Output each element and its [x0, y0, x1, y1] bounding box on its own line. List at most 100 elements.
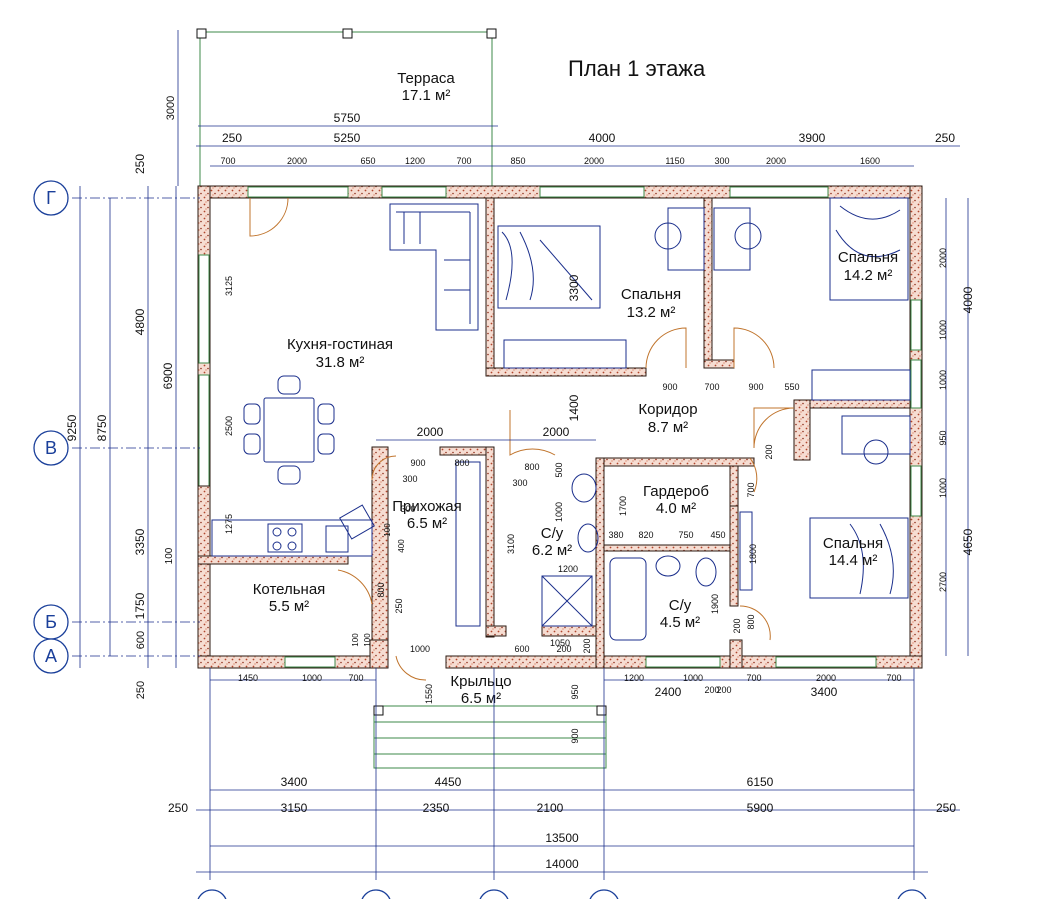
wardrobe-d-label-8: 1900: [710, 594, 720, 614]
bottom-right-label-3: 200: [704, 685, 719, 695]
hall-detail-label-0: 900: [410, 458, 425, 468]
bedroom2-name: Спальня: [838, 249, 898, 266]
bottom-left-label-1: 1000: [302, 673, 322, 683]
room-labels: Терраса 17.1 м² Кухня-гостиная 31.8 м² С…: [253, 70, 898, 707]
hall-area: 6.5 м²: [407, 515, 447, 532]
furniture: [211, 197, 911, 641]
left-inner-label-0: 250: [133, 154, 147, 174]
bath1-d-label-3: 1000: [554, 502, 564, 522]
wardrobe-d-label-5: 750: [678, 530, 693, 540]
bath2-name: С/у: [669, 597, 692, 614]
top-detail-label-1: 2000: [287, 156, 307, 166]
dim-kitchen-window-2: 2500: [224, 416, 234, 436]
svg-text:А: А: [45, 646, 57, 666]
axis-bubble-v: В: [33, 430, 69, 466]
porch: [373, 705, 607, 769]
plan-title: План 1 этажа: [568, 56, 706, 81]
bedroom2-area: 14.2 м²: [844, 267, 893, 284]
corridor-h-label-0: 900: [662, 382, 677, 392]
bedroom3-area: 14.4 м²: [829, 552, 878, 569]
hall-name: Прихожая: [392, 498, 462, 515]
axis-bubble-3: [479, 889, 509, 899]
bottom-right-label-2: 2400: [655, 685, 682, 699]
dim-corridor-v: 1400: [567, 394, 581, 421]
corridor-h-label-1: 700: [704, 382, 719, 392]
bottom-row1-label-1: 4450: [435, 775, 462, 789]
bottom-row2-label-1: 3150: [281, 801, 308, 815]
interior-walls: [197, 197, 911, 669]
hall-detail-label-3: 300: [400, 504, 415, 514]
bath1-d-label-2: 300: [512, 478, 527, 488]
top-detail-label-9: 2000: [766, 156, 786, 166]
bath1-name: С/у: [541, 525, 564, 542]
doors: [249, 197, 795, 681]
top-detail-label-3: 1200: [405, 156, 425, 166]
grid-axes: Г В Б А: [33, 180, 927, 899]
bottom-right-label-7: 3400: [811, 685, 838, 699]
bottom-row1-label-2: 6150: [747, 775, 774, 789]
left-outer-label-1: 8750: [95, 414, 109, 441]
bottom-row2-label-0: 250: [168, 801, 188, 815]
wardrobe-d-label-0: 1700: [618, 496, 628, 516]
kitchen-area: 31.8 м²: [316, 354, 365, 371]
bottom-row2-label-2: 2350: [423, 801, 450, 815]
dim-bedroom1: 3300: [567, 274, 581, 301]
hall-detail-label-8: 100: [351, 633, 360, 647]
bath1-area: 6.2 м²: [532, 542, 572, 559]
bedroom1-area: 13.2 м²: [627, 304, 676, 321]
hall-detail-label-9: 100: [363, 633, 372, 647]
wardrobe-name: Гардероб: [643, 483, 709, 500]
top-overall-label-0: 250: [222, 131, 242, 145]
porch-name: Крыльцо: [450, 673, 511, 690]
porch-area: 6.5 м²: [461, 690, 501, 707]
bath1-d-label-5: 1200: [558, 564, 578, 574]
axis-bubble-2: [361, 889, 391, 899]
left-mid-label-1: 3350: [133, 528, 147, 555]
bath1-d-label-4: 3100: [506, 534, 516, 554]
top-detail-label-7: 1150: [665, 156, 684, 166]
boiler-area: 5.5 м²: [269, 598, 309, 615]
corridor-area: 8.7 м²: [648, 419, 688, 436]
left-mid-label-0: 4800: [133, 308, 147, 335]
top-overall-label-4: 250: [935, 131, 955, 145]
top-detail-label-2: 650: [360, 156, 375, 166]
svg-text:Г: Г: [46, 188, 56, 208]
bottom-right-label-1: 1000: [683, 673, 703, 683]
porch-d-label-3: 1050: [550, 638, 570, 648]
hall-detail-label-6: 800: [376, 582, 386, 597]
hall-detail-label-7: 250: [394, 598, 404, 613]
svg-text:В: В: [45, 438, 57, 458]
bottom-right-label-4: 700: [746, 673, 761, 683]
dim-kitchen-window-3: 1275: [224, 514, 234, 534]
hall-detail-label-10: 1000: [410, 644, 430, 654]
corridor-name: Коридор: [638, 401, 697, 418]
axis-bubble-a: А: [33, 638, 69, 674]
dim-hall-2: 2000: [543, 425, 570, 439]
top-detail-label-4: 700: [456, 156, 471, 166]
bedroom3-name: Спальня: [823, 535, 883, 552]
dim-hall-1: 2000: [417, 425, 444, 439]
top-detail-label-0: 700: [220, 156, 235, 166]
axis-bubble-b: Б: [33, 604, 69, 640]
wardrobe-area: 4.0 м²: [656, 500, 696, 517]
right-outer-label-1: 1000: [938, 320, 948, 340]
wardrobe-d-label-9: 200: [732, 618, 742, 633]
top-overall-label-1: 5250: [334, 131, 361, 145]
svg-text:Б: Б: [45, 612, 57, 632]
top-detail-label-6: 2000: [584, 156, 604, 166]
right-outer-label-4: 950: [938, 430, 948, 445]
wardrobe-d-label-7: 1800: [748, 544, 758, 564]
dim-kitchen-window-1: 3125: [224, 276, 234, 296]
wardrobe-d-label-3: 380: [608, 530, 623, 540]
hall-detail-label-1: 800: [454, 458, 469, 468]
right-outer-label-0: 2000: [938, 248, 948, 268]
right-outer-label-2: 4000: [961, 286, 975, 313]
left-inner-label-1: 6900: [161, 362, 175, 389]
corridor-h-label-2: 900: [748, 382, 763, 392]
left-inner-label-2: 100: [164, 547, 175, 564]
dim-terrace-width: 5750: [334, 111, 361, 125]
dim-13500: 13500: [545, 831, 579, 845]
hall-detail-label-2: 300: [402, 474, 417, 484]
